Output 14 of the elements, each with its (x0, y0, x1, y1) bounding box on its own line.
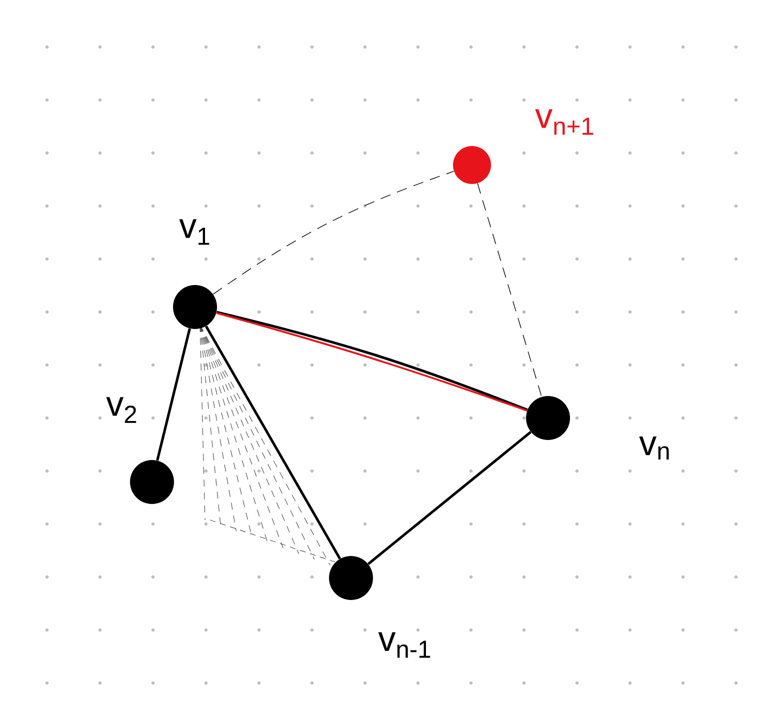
vertex-dot (526, 396, 570, 440)
dashed-line (212, 170, 454, 295)
vertex-label: v$_{n-1}$ (378, 632, 430, 658)
vertex-dot (130, 460, 174, 504)
edge-line (367, 431, 532, 565)
vertex-label: v$_{n}$ (639, 436, 669, 460)
dashed-line (477, 183, 542, 398)
vertex-label: v$_{1}$ (179, 219, 210, 245)
vertex-dot (173, 285, 217, 329)
vertex-dot (329, 556, 373, 600)
edge-line (156, 328, 191, 461)
vertex-dot (453, 146, 491, 184)
vertex-label: v$_{n+1}$ (535, 109, 594, 135)
vertex-label: v$_{2}$ (106, 397, 136, 423)
